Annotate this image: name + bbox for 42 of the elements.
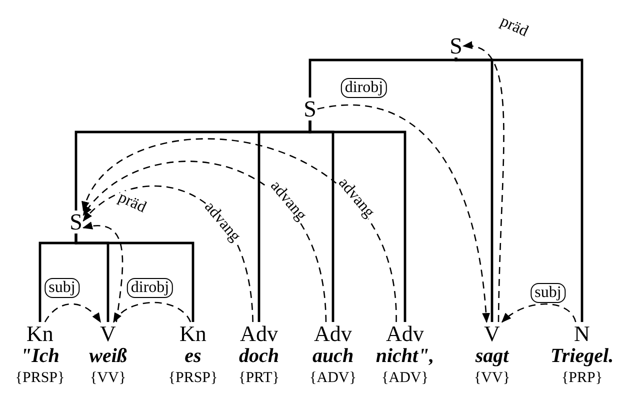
- dependency-arrow: [501, 303, 576, 323]
- category-label: Kn: [26, 322, 54, 345]
- word-text: Triegel.: [550, 345, 614, 368]
- pos-tag: {PRSP}: [168, 368, 218, 388]
- dependency-arrow: [82, 222, 124, 322]
- word-text: "Ich: [20, 345, 60, 368]
- tree-branch: [308, 58, 458, 98]
- tree-branch: [74, 234, 194, 322]
- word-text: doch: [239, 345, 279, 368]
- category-label: Adv: [314, 322, 352, 345]
- dependency-arrow: [82, 138, 397, 322]
- word-text: auch: [312, 345, 354, 368]
- category-label: Adv: [240, 322, 278, 345]
- pos-tag: {ADV}: [310, 368, 356, 388]
- dependency-arrow: [317, 104, 490, 323]
- edge-label: subj: [530, 283, 566, 303]
- dependency-arrow: [462, 42, 504, 322]
- edge-label: dirobj: [340, 78, 388, 98]
- word-text: sagt: [475, 345, 509, 368]
- tree-branch: [454, 56, 584, 322]
- category-label: V: [484, 322, 500, 345]
- word-text: weiß: [89, 345, 127, 368]
- category-label: Kn: [180, 322, 206, 345]
- dependency-arrow: [44, 303, 102, 323]
- category-label: Adv: [386, 322, 424, 345]
- constituent-label: S: [448, 34, 464, 58]
- constituent-label: S: [302, 98, 318, 120]
- pos-tag: {PRT}: [238, 368, 280, 388]
- word-text: es: [184, 345, 202, 368]
- pos-tag: {PRSP}: [15, 368, 65, 388]
- word-text: nicht",: [376, 345, 434, 368]
- dependency-arrow: [113, 302, 192, 323]
- pos-tag: {ADV}: [382, 368, 428, 388]
- category-label: V: [100, 322, 116, 345]
- pos-tag: {PRP}: [561, 368, 603, 388]
- edge-label: subj: [44, 278, 80, 298]
- category-label: N: [574, 322, 590, 345]
- pos-tag: {VV}: [474, 368, 510, 388]
- constituent-label: S: [68, 210, 84, 234]
- edge-label: dirobj: [126, 278, 174, 298]
- pos-tag: {VV}: [90, 368, 126, 388]
- tree-branch: [308, 120, 406, 322]
